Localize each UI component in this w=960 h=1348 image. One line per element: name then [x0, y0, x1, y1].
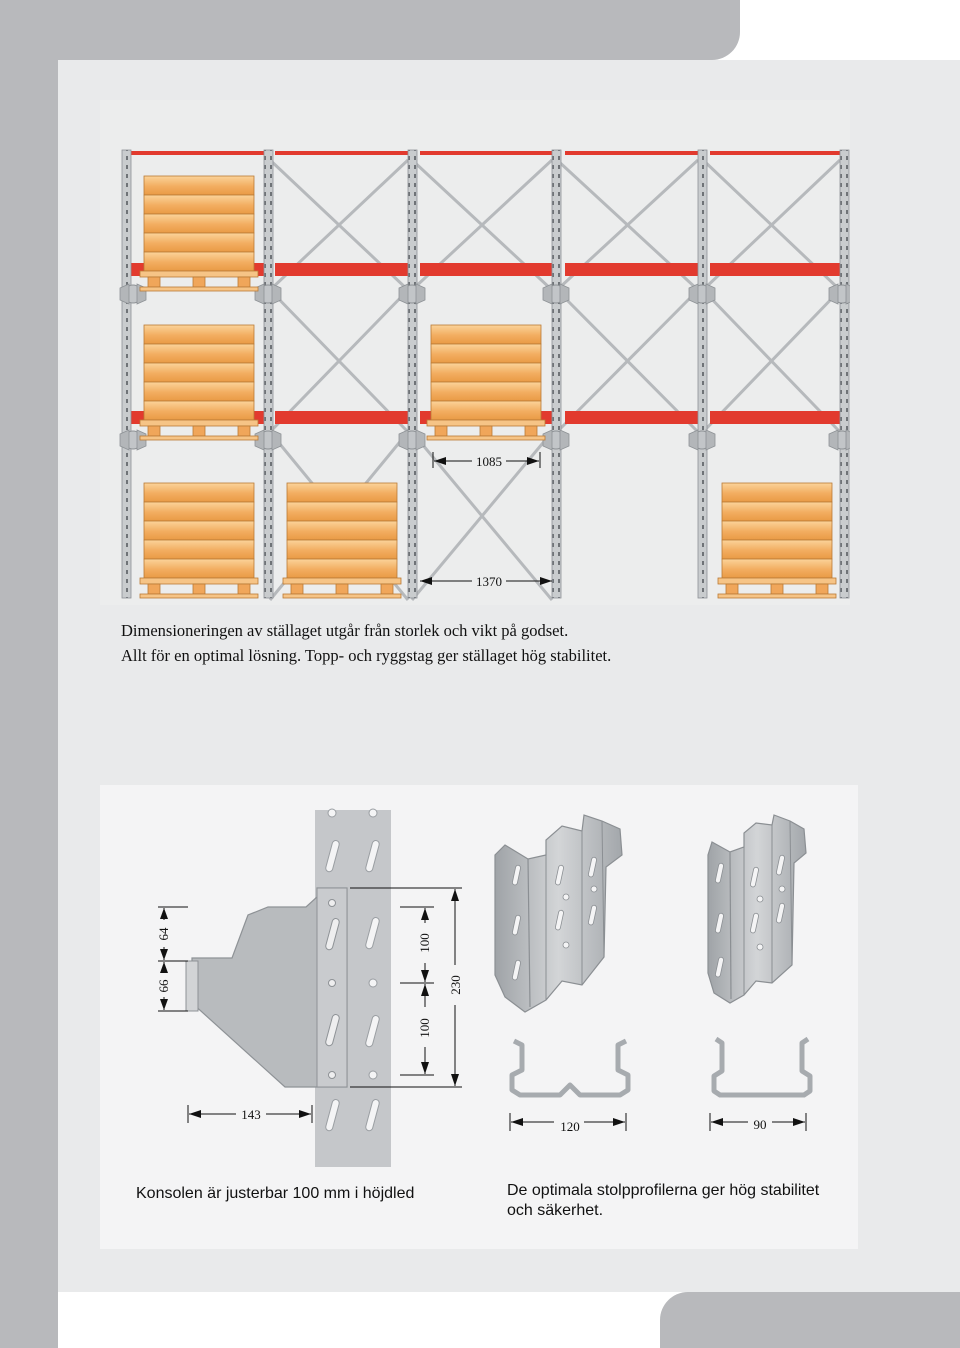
pallet-rack-illustration: 1085 1370: [100, 100, 850, 605]
dimension-label-100-lower: 100: [417, 1018, 432, 1038]
bracket-caption: Konsolen är justerbar 100 mm i höjdled: [136, 1185, 415, 1202]
dimension-100-230: 100 100 230: [350, 887, 463, 1088]
left-margin-band: [0, 0, 58, 1348]
pallet-load: [282, 482, 402, 599]
bracket-and-profile-diagrams: 64 66 100 100 230 143: [156, 808, 813, 1167]
dimension-label-100-upper: 100: [417, 933, 432, 953]
dimension-120: 120: [509, 1113, 627, 1134]
pallet-load: [139, 324, 259, 441]
upright-profile-90: [707, 814, 807, 1004]
upright-profile-120: [494, 814, 623, 1013]
dimension-143: 143: [187, 1105, 313, 1123]
profile-caption-line-1: De optimala stolpprofilerna ger hög stab…: [507, 1182, 820, 1199]
dimension-label-143: 143: [241, 1107, 261, 1122]
profile-cross-sections: [509, 1036, 813, 1098]
beam-bracket: [185, 887, 348, 1088]
dimension-1370: 1370: [420, 574, 552, 589]
profile-caption-line-2: och säkerhet.: [507, 1202, 604, 1219]
dimension-label-1370: 1370: [476, 574, 502, 589]
dimension-90: 90: [709, 1113, 807, 1132]
caption-line-1: Dimensioneringen av ställaget utgår från…: [121, 621, 569, 640]
pallet-load: [139, 175, 259, 292]
dimension-label-1085: 1085: [476, 454, 502, 469]
dimension-label-90: 90: [754, 1117, 767, 1132]
pallet-load: [139, 482, 259, 599]
top-margin-band: [0, 0, 740, 60]
upright-column: [315, 808, 391, 1167]
dimension-label-66: 66: [156, 979, 171, 993]
dimension-64-66: 64 66: [156, 906, 188, 1012]
rack-uprights: [121, 149, 850, 599]
pallet-load: [426, 324, 546, 441]
bottom-right-tab: [660, 1292, 960, 1348]
dimension-label-120: 120: [560, 1119, 580, 1134]
top-beams: [130, 151, 842, 155]
dimension-1085: 1085: [432, 452, 541, 469]
pallet-load: [717, 482, 837, 599]
dimension-label-230: 230: [448, 975, 463, 995]
caption-line-2: Allt för en optimal lösning. Topp- och r…: [121, 646, 612, 665]
dimension-label-64: 64: [156, 927, 171, 941]
